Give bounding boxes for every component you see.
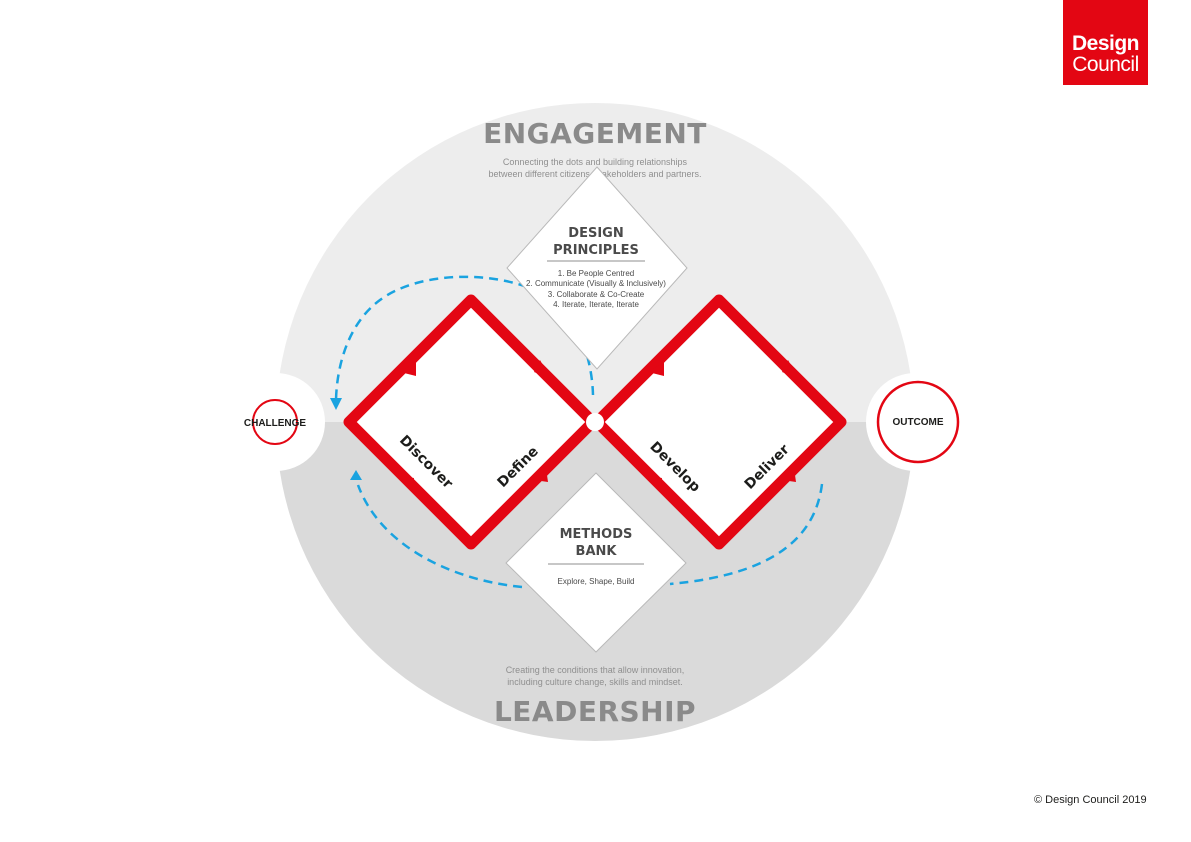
junction-dot — [586, 413, 604, 431]
methods-bank-title-line2: BANK — [576, 544, 618, 559]
loop-arrowhead-icon — [330, 398, 342, 410]
engagement-description-line1: Connecting the dots and building relatio… — [503, 157, 688, 167]
bottom-loop — [356, 483, 824, 589]
principle-item: 3. Collaborate & Co-Create — [548, 290, 645, 299]
arrow-icon — [398, 476, 414, 490]
leadership-description-line2: including culture change, skills and min… — [507, 677, 683, 687]
methods-bank-panel: METHODS BANK Explore, Shape, Build — [505, 472, 687, 653]
principle-item: 4. Iterate, Iterate, Iterate — [553, 300, 639, 309]
design-principles-title-line2: PRINCIPLES — [553, 243, 639, 258]
challenge-label: CHALLENGE — [244, 418, 307, 429]
arrow-icon — [400, 362, 416, 376]
principle-item: 2. Communicate (Visually & Inclusively) — [526, 279, 666, 288]
outcome-node: OUTCOME — [876, 380, 960, 464]
logo-line2: Council — [1072, 53, 1139, 76]
principle-item: 1. Be People Centred — [558, 269, 635, 278]
leadership-title: LEADERSHIP — [494, 695, 696, 728]
arrow-icon — [648, 362, 664, 376]
design-principles-panel: DESIGN PRINCIPLES 1. Be People Centred 2… — [506, 166, 688, 370]
arrow-icon — [646, 476, 662, 490]
arrow-icon — [782, 468, 796, 482]
engagement-title: ENGAGEMENT — [483, 117, 707, 150]
leadership-description-line1: Creating the conditions that allow innov… — [506, 665, 685, 675]
methods-bank-description: Explore, Shape, Build — [558, 577, 635, 586]
copyright-notice: © Design Council 2019 — [1034, 794, 1147, 806]
design-council-logo: Design Council — [1063, 0, 1148, 85]
methods-bank-title-line1: METHODS — [560, 527, 633, 542]
arrow-icon — [534, 360, 550, 378]
outcome-label: OUTCOME — [892, 417, 943, 428]
logo-line1: Design — [1071, 32, 1140, 55]
diamond-arrows — [398, 360, 798, 490]
arrow-icon — [534, 468, 548, 482]
challenge-node: CHALLENGE — [244, 399, 307, 445]
design-principles-title-line1: DESIGN — [568, 226, 623, 241]
arrow-icon — [782, 360, 798, 378]
loop-arrowhead-icon — [350, 470, 362, 480]
